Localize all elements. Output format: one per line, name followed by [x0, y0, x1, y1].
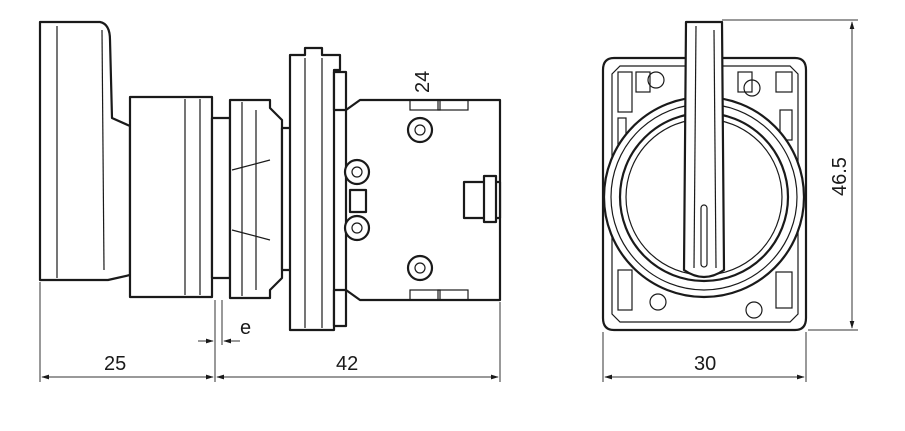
- front-view: 46.5 30: [601, 19, 858, 382]
- contact-block: [343, 98, 502, 302]
- mounting-adapter: [288, 46, 348, 332]
- side-view: 24 25 42 e: [38, 20, 502, 382]
- dim-label-30: 30: [694, 353, 716, 375]
- dim-label-42: 42: [336, 353, 358, 375]
- bezel-ring: [128, 95, 214, 299]
- dim-label-24: 24: [412, 71, 434, 93]
- dim-label-25: 25: [104, 353, 126, 375]
- dim-label-e: e: [240, 317, 251, 339]
- knob-handle: [38, 20, 132, 282]
- selector-lever: [682, 20, 726, 279]
- dim-label-46-5: 46.5: [829, 157, 851, 196]
